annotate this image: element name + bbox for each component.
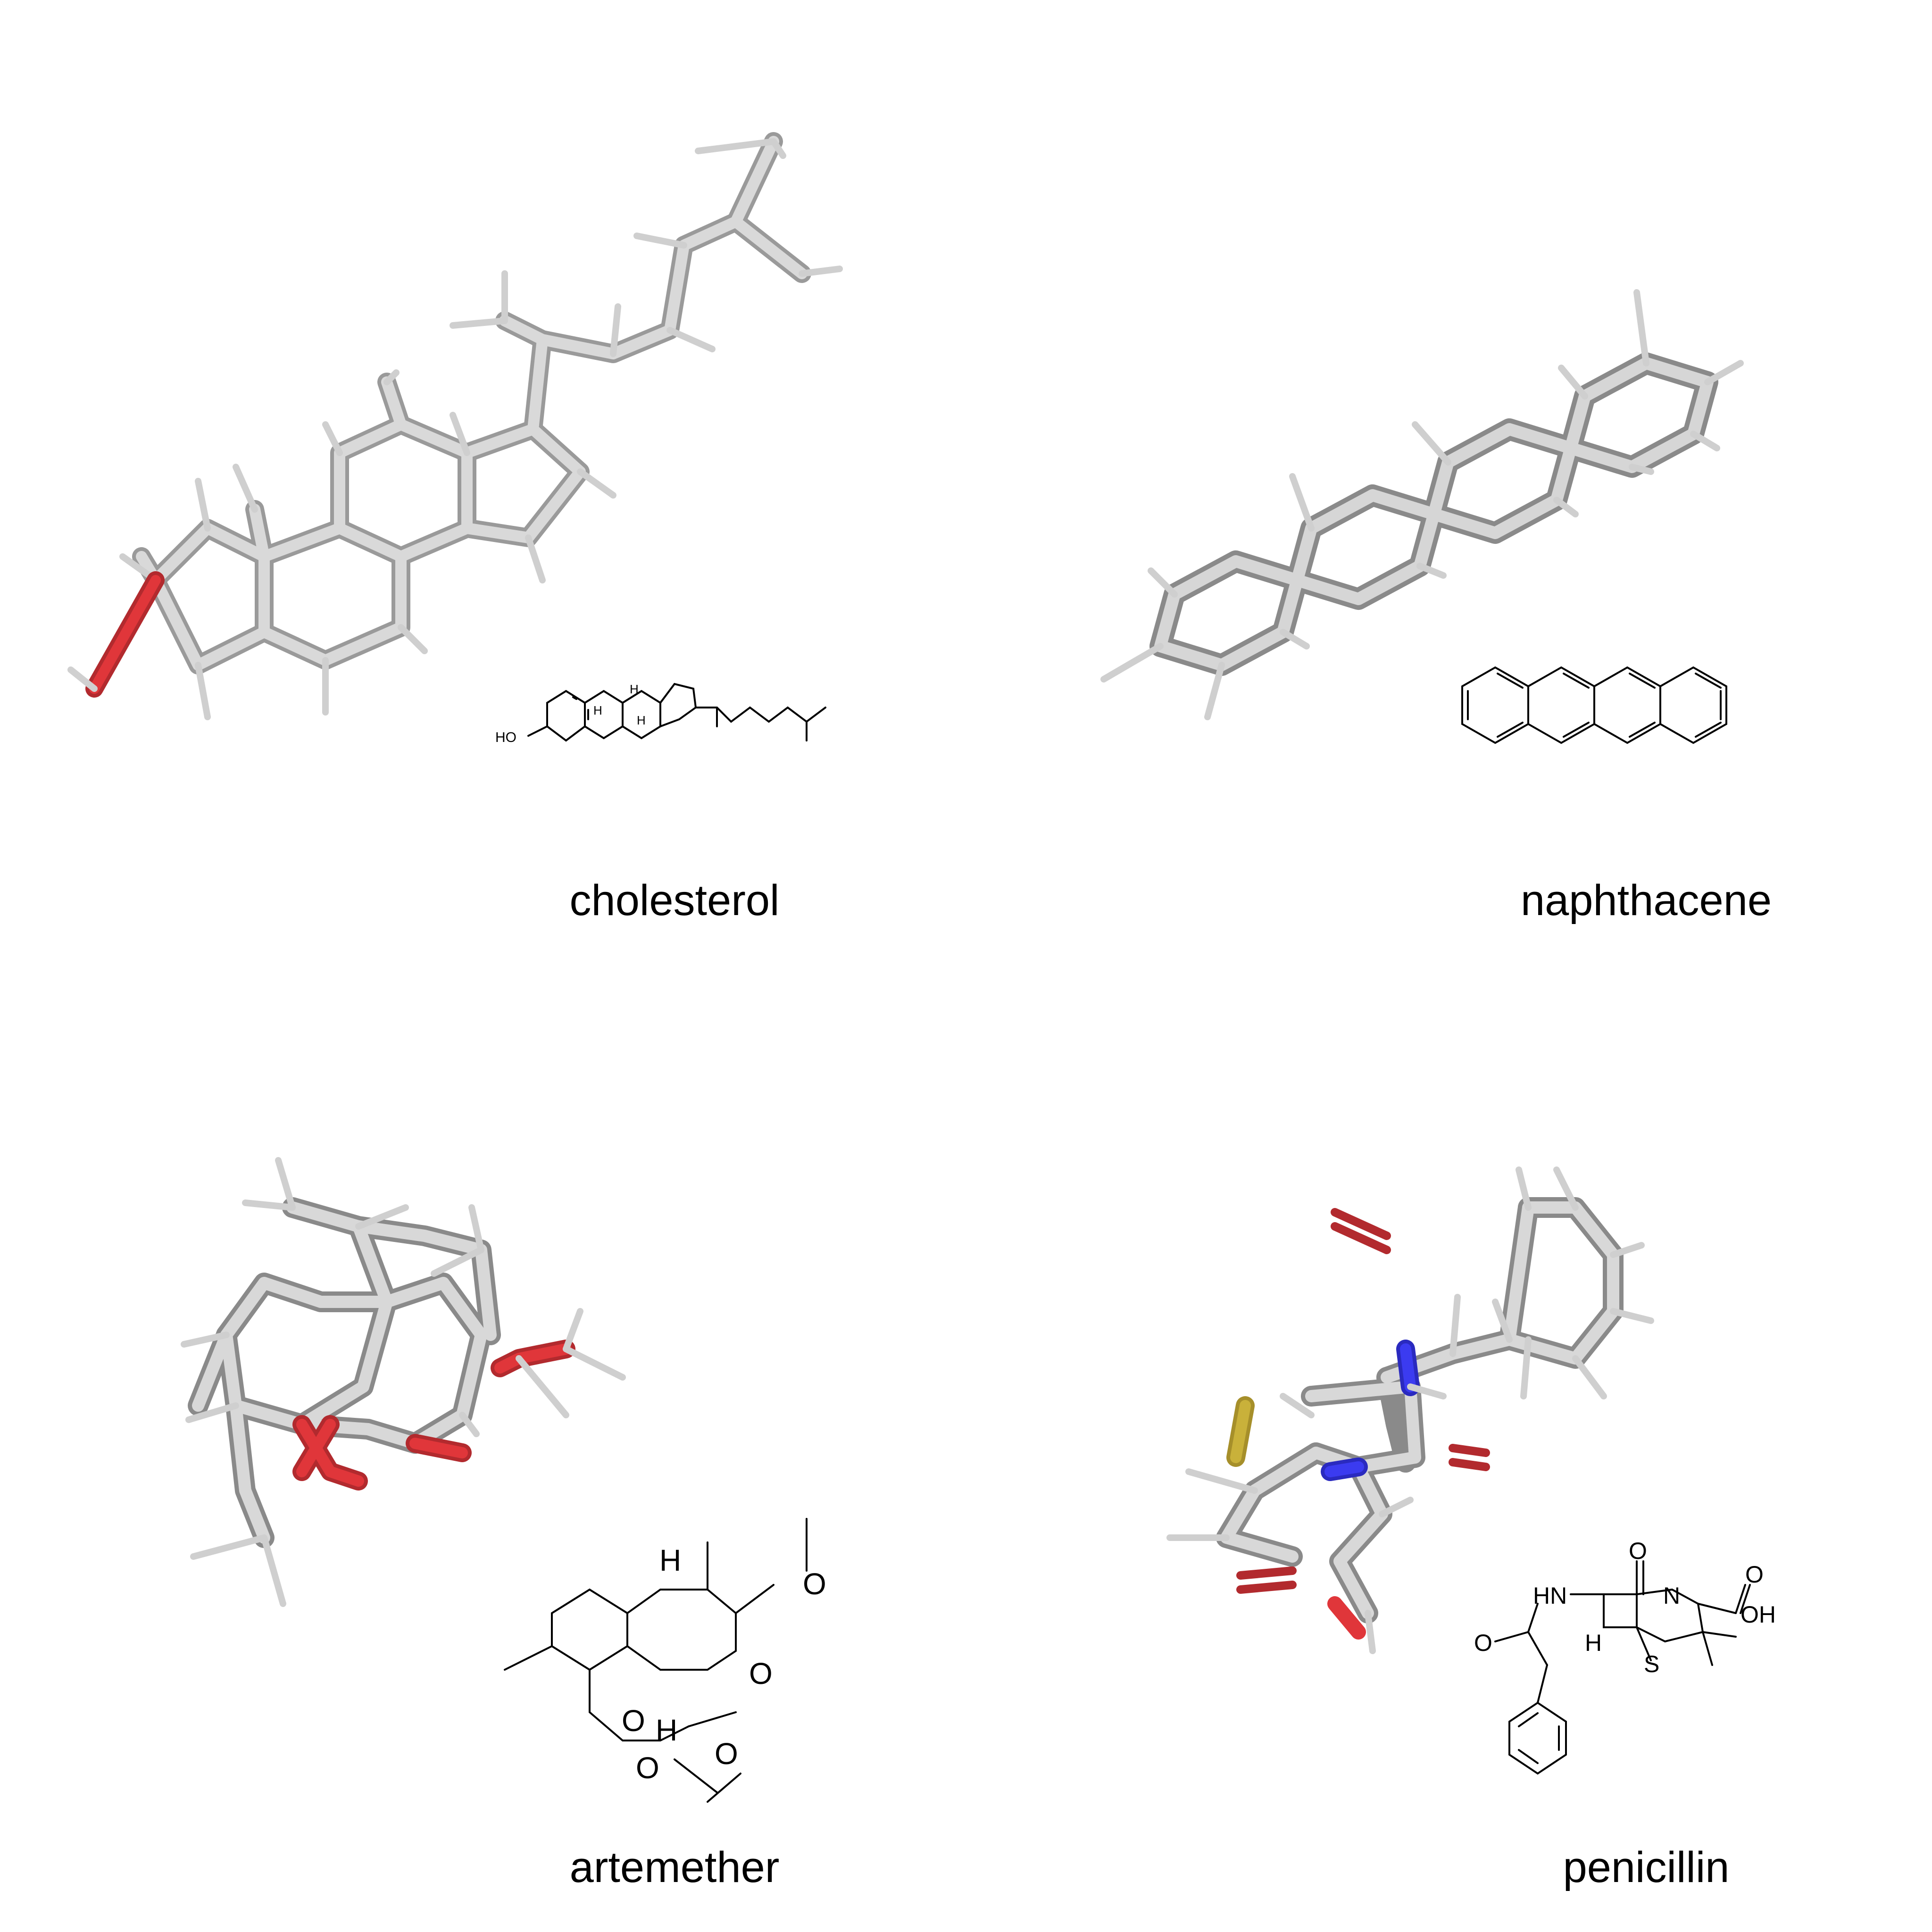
penicillin-name: penicillin: [1563, 1843, 1730, 1891]
naphthacene-panel: naphthacene: [1100, 289, 1772, 924]
naphthacene-name: naphthacene: [1521, 876, 1772, 924]
cholesterol-ho-label: HO: [495, 730, 516, 745]
cholesterol-name: cholesterol: [570, 876, 780, 924]
penicillin-h-label: H: [1585, 1630, 1602, 1656]
cholesterol-panel: HO H H H cholesterol: [67, 132, 843, 924]
penicillin-s-label: S: [1644, 1651, 1659, 1677]
cholesterol-h-label-2: H: [593, 703, 602, 717]
penicillin-o-amide: O: [1474, 1630, 1492, 1656]
artemether-name: artemether: [570, 1843, 780, 1891]
penicillin-hn-label: HN: [1533, 1582, 1567, 1609]
artemether-panel: H O O O O O H artemether: [181, 1157, 826, 1891]
artemether-o-center: O: [622, 1704, 645, 1738]
naphthacene-3d-model: [1100, 289, 1744, 720]
penicillin-o-carboxyl: O: [1745, 1561, 1764, 1588]
artemether-o-lower-right: O: [715, 1737, 738, 1771]
cholesterol-h-label-1: H: [630, 682, 639, 696]
artemether-o-ring: O: [749, 1657, 773, 1690]
cholesterol-h-label-3: H: [637, 713, 646, 727]
naphthacene-skeletal-formula: [1461, 666, 1727, 744]
penicillin-skeletal-formula: O HN N O OH O H S: [1474, 1538, 1776, 1775]
cholesterol-3d-model: [67, 132, 843, 720]
penicillin-3d-model: [1166, 1166, 1654, 1654]
artemether-3d-model: [181, 1157, 626, 1607]
artemether-h-top: H: [659, 1543, 681, 1577]
penicillin-oh-label: OH: [1740, 1601, 1776, 1628]
penicillin-panel: O HN N O OH O H S penicillin: [1166, 1166, 1776, 1891]
artemether-o-lower-left: O: [636, 1751, 659, 1785]
artemether-h-center: H: [656, 1713, 677, 1747]
artemether-o-methoxy: O: [803, 1567, 826, 1601]
penicillin-o-lactam: O: [1629, 1538, 1647, 1564]
artemether-skeletal-formula: H O O O O O H: [504, 1518, 826, 1803]
penicillin-n-label: N: [1663, 1582, 1680, 1609]
cholesterol-skeletal-formula: HO H H H: [495, 682, 826, 745]
